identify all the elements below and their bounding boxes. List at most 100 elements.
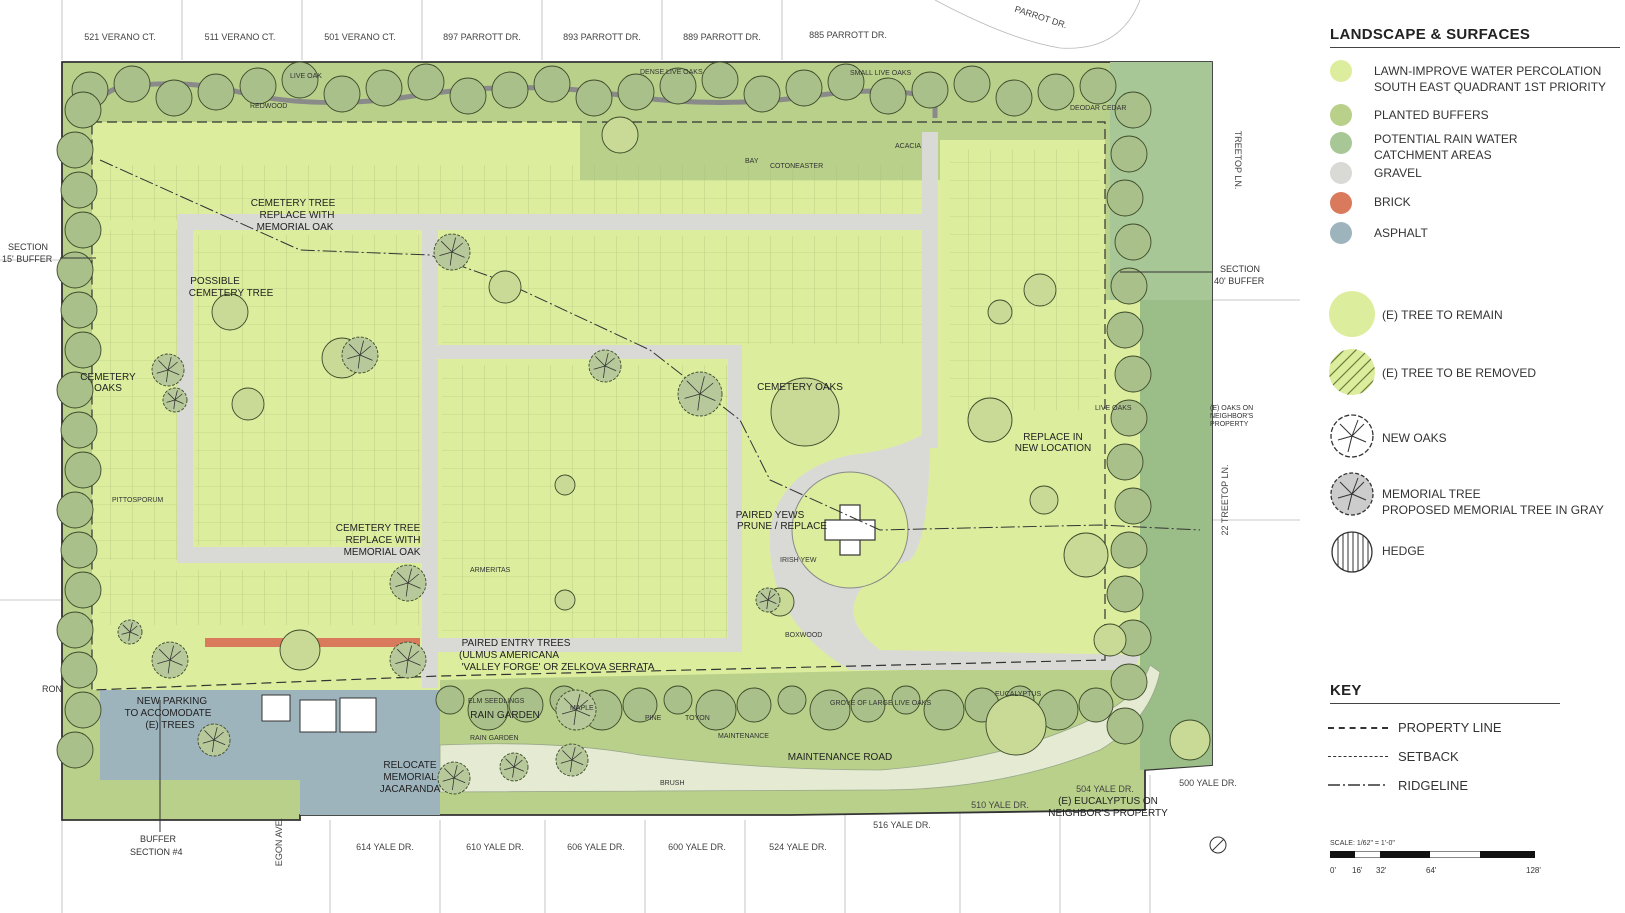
- address-bottom-8: 504 YALE DR.: [1076, 784, 1134, 794]
- tree-canopy: [533, 65, 571, 103]
- tree-canopy: [323, 75, 361, 113]
- scale-bar: [1330, 851, 1535, 858]
- street-treetop: TREETOP LN.: [1233, 131, 1243, 190]
- tree-branch: [759, 599, 769, 603]
- gravel-paths: [177, 132, 938, 688]
- tree-branch: [699, 376, 705, 395]
- small-label-dense-live-oaks: DENSE LIVE OAKS: [640, 69, 703, 76]
- tree-canopy: [56, 611, 94, 649]
- tree-canopy: [736, 687, 772, 723]
- rain-catchment-southeast: [1140, 300, 1212, 770]
- tree-branch: [169, 650, 182, 661]
- burial-plots-west: [92, 230, 177, 560]
- tree-canopy: [508, 687, 544, 723]
- tree-branch: [405, 659, 409, 674]
- small-label-live-oak: LIVE OAK: [290, 73, 322, 80]
- tree-branch: [766, 599, 769, 610]
- tree-canopy: [197, 73, 235, 111]
- scale-tick-16: 16': [1352, 866, 1363, 875]
- tree-canopy: [1063, 532, 1109, 578]
- tree-canopy: [743, 75, 781, 113]
- tree-branch: [169, 659, 183, 666]
- tree-branch: [396, 571, 409, 584]
- tree-branch: [166, 369, 169, 383]
- tree-canopy: [987, 299, 1013, 325]
- address-bottom-7: 510 YALE DR.: [971, 800, 1029, 810]
- tree-branch: [167, 659, 171, 674]
- street-ron: RON: [42, 684, 62, 694]
- tree-branch: [512, 766, 515, 778]
- tree-canopy: [785, 69, 823, 107]
- label-cemetery-oaks-left-1: CEMETERY: [80, 372, 136, 383]
- tree-branch: [173, 399, 176, 410]
- legend-panel: LANDSCAPE & SURFACES LAWN-IMPROVE WATER …: [1316, 0, 1625, 913]
- trees-layer: [56, 61, 1211, 795]
- swatch-lawn: [1330, 60, 1352, 82]
- address-bottom-1: 614 YALE DR.: [356, 842, 414, 852]
- address-top-4: 897 PARROTT DR.: [443, 32, 521, 42]
- tree-canopy: [554, 474, 576, 496]
- tree-branch: [156, 369, 169, 374]
- tree-branch: [407, 573, 420, 584]
- street-egon: EGON AVE.: [274, 818, 284, 866]
- tree-canopy: [1114, 223, 1152, 261]
- tree-canopy: [155, 79, 193, 117]
- legend-new-oaks: NEW OAKS: [1382, 431, 1447, 445]
- small-label-maintenance: MAINTENANCE: [718, 733, 769, 740]
- hedge-icon: [1331, 531, 1373, 573]
- section-left-line1: SECTION: [8, 242, 48, 252]
- legend-hedge: HEDGE: [1382, 544, 1425, 558]
- tree-branch: [571, 759, 584, 766]
- tree-branch: [167, 357, 172, 371]
- plan-small-labels: LIVE OAK REDWOOD SMALL LIVE OAKS DENSE L…: [112, 69, 1132, 787]
- tree-branch: [347, 354, 361, 359]
- tree-canopy: [659, 67, 697, 105]
- tree-branch: [157, 659, 171, 664]
- tree-canopy: [1106, 443, 1144, 481]
- small-label-rain-garden: RAIN GARDEN: [470, 735, 519, 742]
- buffer-section-line1: BUFFER: [140, 834, 177, 844]
- tree-canopy: [365, 69, 403, 107]
- label-new-parking-2: TO ACCOMODATE: [125, 708, 212, 719]
- tree-canopy: [64, 91, 102, 129]
- tree-branch: [452, 777, 455, 791]
- small-label-toyon: TOYON: [685, 715, 710, 722]
- tree-branch: [128, 631, 131, 642]
- small-label-pine: PINE: [645, 715, 662, 722]
- tree-branch: [560, 759, 573, 764]
- small-label-eucalyptus: EUCALYPTUS: [995, 691, 1041, 698]
- label-oaks-neighbor-3: PROPERTY: [1210, 421, 1249, 428]
- tree-canopy: [554, 589, 576, 611]
- tree-canopy: [1114, 355, 1152, 393]
- legend-brick: BRICK: [1374, 195, 1411, 209]
- legend-gravel: GRAVEL: [1374, 166, 1422, 180]
- swatch-brick: [1330, 192, 1352, 214]
- tree-branch: [439, 251, 453, 256]
- tree-branch: [174, 393, 183, 401]
- tree-branch: [405, 582, 409, 597]
- bottom-address-row: 614 YALE DR. 610 YALE DR. 606 YALE DR. 6…: [356, 778, 1237, 852]
- tree-branch: [604, 353, 609, 367]
- legend-tree-removed: (E) TREE TO BE REMOVED: [1382, 366, 1537, 380]
- tree-branch: [359, 345, 372, 356]
- address-top-2: 511 VERANO CT.: [205, 32, 276, 42]
- scale-tick-128: 128': [1526, 866, 1541, 875]
- small-label-live-oaks: LIVE OAKS: [1095, 405, 1132, 412]
- tree-canopy: [1110, 135, 1148, 173]
- tree-branch: [697, 393, 701, 411]
- tree-canopy: [1106, 575, 1144, 613]
- label-cemetery-tree-bottom-2: REPLACE WITH: [345, 535, 420, 546]
- tree-branch: [204, 730, 215, 741]
- burial-plots-east: [950, 150, 1100, 410]
- small-label-boxwood: BOXWOOD: [785, 632, 822, 639]
- label-entry-trees-3: 'VALLEY FORGE' OR ZELKOVA SERRATA: [462, 662, 655, 673]
- key-property-line: PROPERTY LINE: [1398, 720, 1502, 735]
- address-bottom-9: 500 YALE DR.: [1179, 778, 1237, 788]
- small-label-bay: BAY: [745, 158, 759, 165]
- tree-branch: [167, 392, 176, 401]
- label-eucalyptus-2: NEIGHBOR'S PROPERTY: [1048, 808, 1168, 819]
- legend-surfaces-heading: LANDSCAPE & SURFACES: [1330, 26, 1531, 43]
